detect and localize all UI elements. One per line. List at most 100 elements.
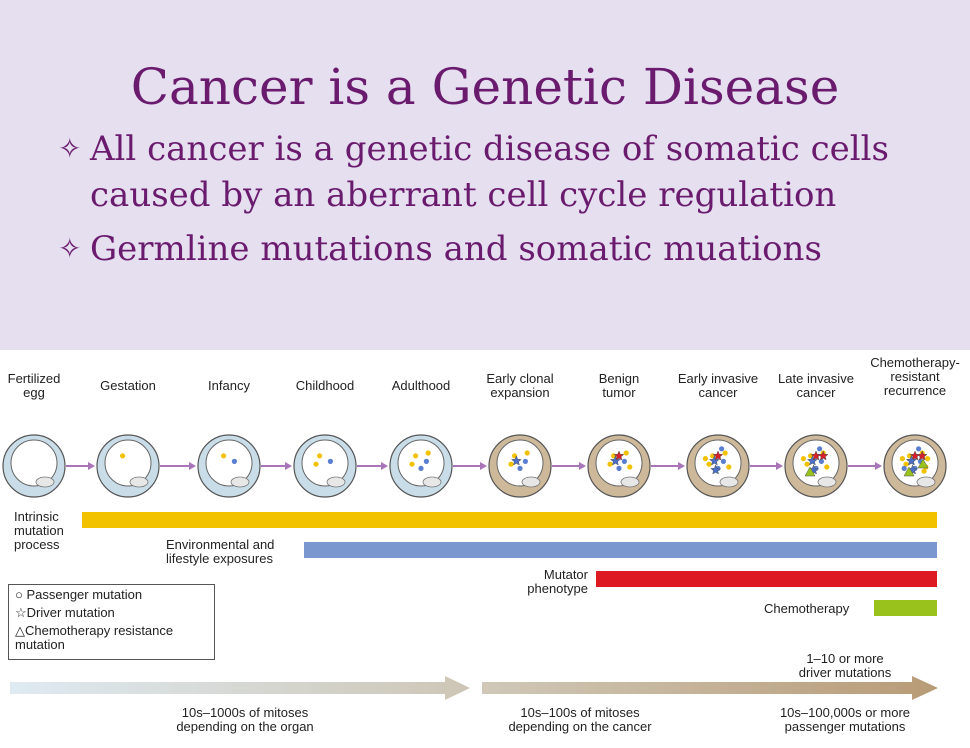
driver-mutation-star xyxy=(712,450,724,461)
passenger-mutation-dot xyxy=(313,461,319,467)
driver-mutation-star xyxy=(916,450,928,461)
driver-mutation-star xyxy=(609,455,621,466)
passenger-mutation-dot xyxy=(800,456,807,462)
legend-driver: ☆Driver mutation xyxy=(15,605,115,620)
arrow-head xyxy=(776,462,783,470)
passenger-mutation-dot xyxy=(702,456,709,462)
legend-resistance: △Chemotherapy resistance mutation xyxy=(15,623,174,652)
stage-label: Late invasive cancer xyxy=(778,371,854,400)
driver-mutation-star xyxy=(708,455,720,466)
passenger-mutation-dot xyxy=(817,446,823,452)
passenger-mutation-dot xyxy=(524,450,530,456)
stage-label: Adulthood xyxy=(391,378,451,393)
cell-inner xyxy=(694,439,742,487)
arrow-head xyxy=(381,462,388,470)
passenger-mutation-dot xyxy=(425,450,431,456)
nucleus-shape xyxy=(916,476,936,488)
passenger-mutation-dot xyxy=(616,465,622,471)
passenger-mutation-dot xyxy=(621,458,628,464)
mitoses-organ-note: 10s–1000s of mitoses depending on the or… xyxy=(176,705,314,734)
stage-label: Childhood xyxy=(295,378,355,393)
driver-mutation-star xyxy=(806,455,818,466)
arrow-head xyxy=(189,462,196,470)
passenger-mutation-dot xyxy=(317,453,323,459)
passenger-mutation-dot xyxy=(423,458,429,464)
slide-title: Cancer is a Genetic Disease xyxy=(130,58,840,116)
star-bullet-icon: ✧ xyxy=(58,232,82,265)
cell-inner xyxy=(792,439,840,487)
cell-inner xyxy=(104,439,152,487)
arrow-head xyxy=(285,462,292,470)
intrinsic-process-bar xyxy=(82,512,937,528)
stage-label: Early clonal expansion xyxy=(486,371,554,400)
cancer-progression-figure: Fertilized egg Gestation Infancy Childhood A… xyxy=(0,356,970,748)
cell-inner xyxy=(891,439,939,487)
passenger-mutation-dot xyxy=(517,465,523,471)
mitoses-cancer-note: 10s–100s of mitoses depending on the can… xyxy=(508,705,652,734)
organ-mitoses-arrow xyxy=(10,676,470,700)
passenger-mutation-dot xyxy=(916,446,922,452)
passenger-mutation-dot xyxy=(925,456,931,462)
driver-mutation-star xyxy=(613,450,625,461)
resistance-mutation-triangle xyxy=(804,466,816,477)
passenger-mutation-dot xyxy=(899,456,906,462)
passenger-mutation-dot xyxy=(901,465,907,471)
cell-inner xyxy=(301,439,349,487)
passenger-mutation-dot xyxy=(231,458,237,464)
bullet-list: ✧All cancer is a genetic disease of soma… xyxy=(58,126,938,280)
passenger-mutation-dot xyxy=(409,461,415,467)
arrow-head xyxy=(678,462,685,470)
stage-label: Fertilized egg xyxy=(7,371,61,400)
stage-label: Infancy xyxy=(208,378,250,393)
resistance-mutation-triangle xyxy=(903,466,915,477)
passenger-mutation-dot xyxy=(607,461,613,467)
bullet-item: ✧Germline mutations and somatic muations xyxy=(58,226,938,272)
driver-note: 1–10 or more driver mutations xyxy=(798,651,892,680)
cell-inner xyxy=(397,439,445,487)
nucleus-shape xyxy=(230,476,250,488)
legend-passenger: ○ Passenger mutation xyxy=(15,587,143,602)
cell-inner xyxy=(496,439,544,487)
passenger-mutation-dot xyxy=(627,464,633,470)
driver-mutation-star xyxy=(905,455,917,466)
cell-inner xyxy=(595,439,643,487)
passenger-mutation-dot xyxy=(921,468,927,474)
nucleus-shape xyxy=(817,476,837,488)
arrow-head xyxy=(875,462,882,470)
passenger-mutation-dot xyxy=(221,453,227,459)
nucleus-shape xyxy=(326,476,346,488)
passenger-mutation-dot xyxy=(120,453,126,459)
passenger-note: 10s–100,000s or more passenger mutations xyxy=(779,705,911,734)
passenger-mutation-dot xyxy=(522,458,529,464)
passenger-mutation-dot xyxy=(623,450,629,456)
passenger-mutation-dot xyxy=(720,458,727,464)
passenger-mutation-dot xyxy=(903,461,909,467)
passenger-mutation-dot xyxy=(726,464,732,470)
bullet-text: All cancer is a genetic disease of somat… xyxy=(90,129,889,215)
nucleus-shape xyxy=(422,476,442,488)
stage-label: Early invasive cancer xyxy=(677,371,759,400)
arrow-head xyxy=(579,462,586,470)
star-bullet-icon: ✧ xyxy=(58,132,82,165)
arrow-head xyxy=(88,462,95,470)
nucleus-shape xyxy=(521,476,541,488)
environmental-exposure-bar xyxy=(304,542,937,558)
stage-label: Gestation xyxy=(100,378,156,393)
stage-label: Benign tumor xyxy=(598,371,640,400)
cell-progression-row xyxy=(2,434,947,498)
mutator-label: Mutator phenotype xyxy=(527,567,588,596)
slide-header-area xyxy=(0,0,970,350)
nucleus-shape xyxy=(35,476,55,488)
mutator-phenotype-bar xyxy=(596,571,937,587)
driver-mutation-star xyxy=(817,450,829,461)
bullet-text: Germline mutations and somatic muations xyxy=(90,229,822,269)
cell-inner xyxy=(10,439,58,487)
cell-inner xyxy=(205,439,253,487)
environmental-label: Environmental and lifestyle exposures xyxy=(166,537,275,566)
nucleus-shape xyxy=(620,476,640,488)
passenger-mutation-dot xyxy=(804,461,810,467)
passenger-mutation-dot xyxy=(706,461,712,467)
driver-mutation-star xyxy=(510,455,522,466)
nucleus-shape xyxy=(129,476,149,488)
passenger-mutation-dot xyxy=(722,450,728,456)
